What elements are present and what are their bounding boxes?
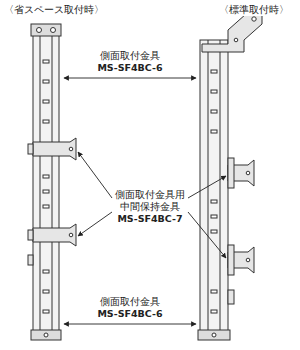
sensor-bar-left bbox=[28, 24, 76, 340]
part-number: MS-SF4BC-6 bbox=[96, 63, 163, 74]
part-name: 側面取付金具 bbox=[99, 51, 161, 62]
part-name: 中間保持金具 bbox=[119, 202, 181, 213]
leader-arrows bbox=[64, 78, 226, 324]
part-name: 側面取付金具 bbox=[99, 297, 161, 308]
part-number: MS-SF4BC-7 bbox=[116, 214, 183, 225]
part-name: 側面取付金具用 bbox=[114, 190, 186, 201]
part-number: MS-SF4BC-6 bbox=[96, 309, 163, 320]
sensor-bar-right bbox=[198, 14, 262, 340]
view-heading: 〈省スペース取付時〉 bbox=[3, 4, 105, 16]
view-heading: 〈標準取付時〉 bbox=[218, 4, 290, 16]
